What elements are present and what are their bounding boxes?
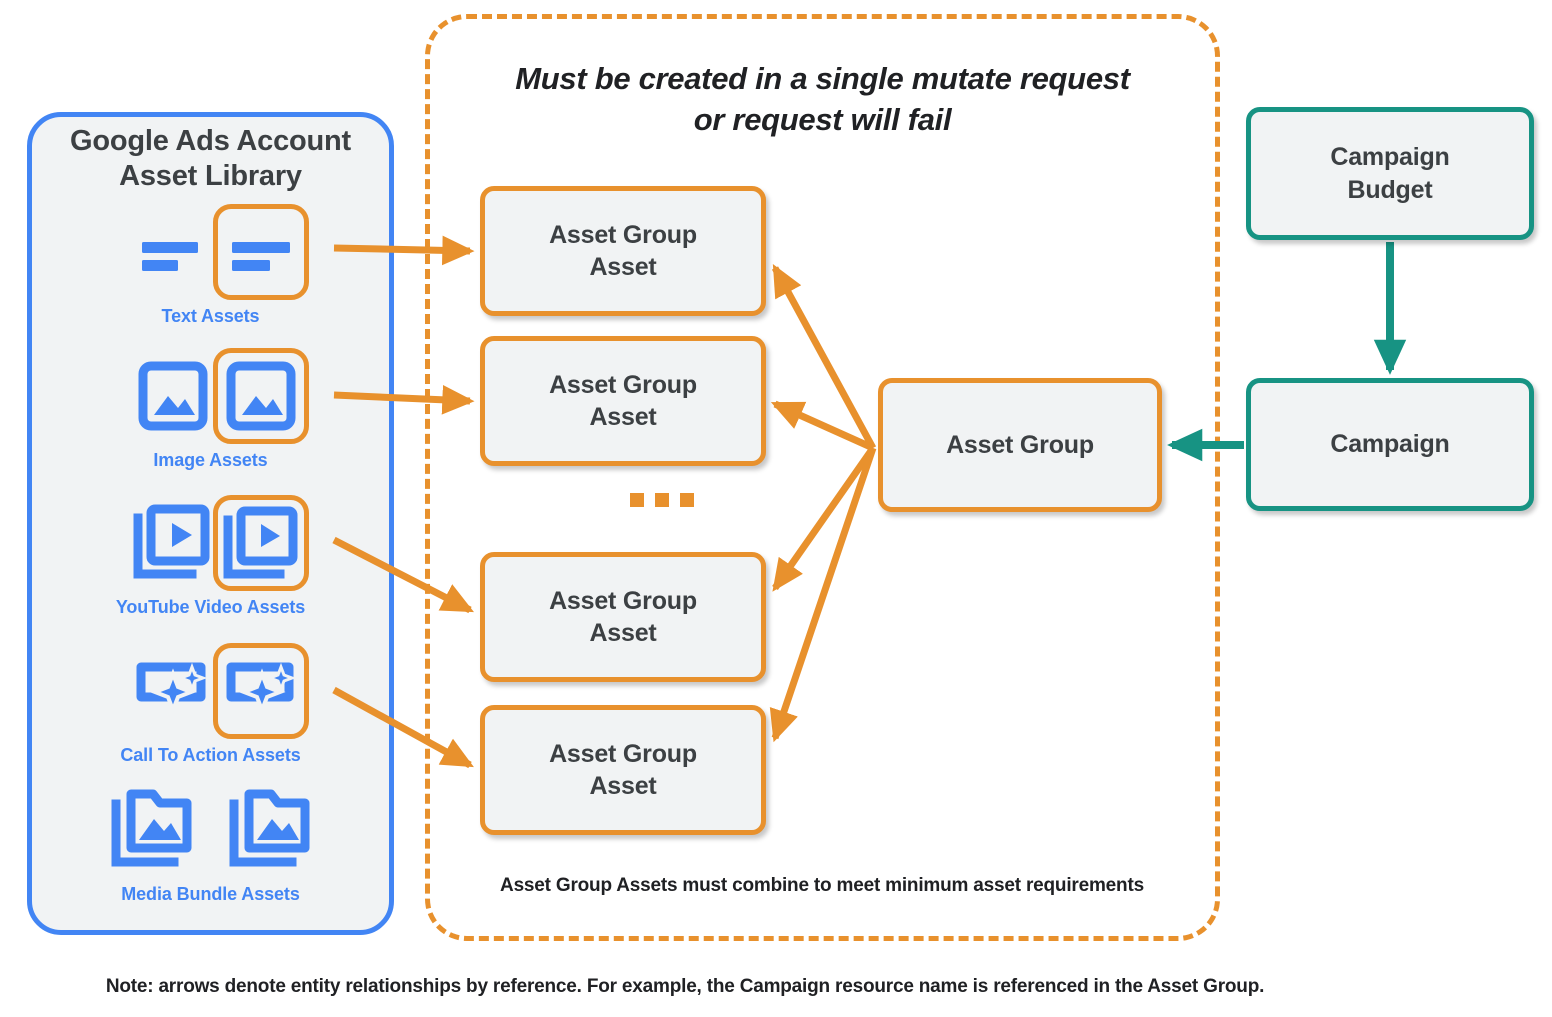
- media-bundle-asset-icon-2: [223, 782, 319, 878]
- asset-group-asset-node-2[interactable]: Asset Group Asset: [480, 336, 766, 466]
- arrow-ag-to-aga4: [769, 446, 877, 743]
- aga3-line1: Asset Group: [549, 586, 697, 615]
- asset-group-asset-node-3[interactable]: Asset Group Asset: [480, 552, 766, 682]
- arrow-image-to-aga2: [333, 384, 475, 415]
- youtube-video-asset-icon-selected[interactable]: [213, 495, 309, 591]
- ellipsis-dot-3: [680, 493, 694, 507]
- call-to-action-asset-icon: [125, 643, 221, 739]
- arrow-ag-to-aga2: [770, 400, 875, 452]
- asset-group-to-assets-arrows: [769, 264, 877, 743]
- asset-row-image: Image Assets: [27, 348, 394, 471]
- campaign-budget-label: Campaign Budget: [1330, 141, 1449, 206]
- aga3-line2: Asset: [589, 619, 657, 647]
- youtube-video-highlight-box: [213, 495, 309, 591]
- arrow-text-to-aga1: [333, 235, 475, 266]
- aga2-line1: Asset Group: [549, 370, 697, 399]
- footer-note: Note: arrows denote entity relationships…: [105, 976, 1265, 997]
- text-asset-icon: [125, 204, 221, 300]
- mutate-request-panel: [425, 14, 1220, 941]
- cta-asset-highlight-box: [213, 643, 309, 739]
- asset-group-asset-label-2: Asset Group Asset: [549, 369, 697, 434]
- asset-library-title: Google Ads Account Asset Library: [27, 124, 394, 195]
- asset-caption-media-bundle: Media Bundle Assets: [121, 884, 300, 904]
- asset-icons-cta: [27, 643, 394, 739]
- arrow-cta-to-aga4: [332, 686, 474, 769]
- campaign-budget-line2: Budget: [1347, 175, 1433, 204]
- call-to-action-asset-icon-selected[interactable]: [213, 643, 309, 739]
- arrow-youtube-to-aga3: [332, 536, 475, 614]
- asset-icons-media-bundle: [27, 782, 394, 878]
- asset-row-cta: Call To Action Assets: [27, 643, 394, 766]
- asset-caption-youtube: YouTube Video Assets: [115, 597, 306, 617]
- asset-icons-youtube: [27, 495, 394, 591]
- text-asset-highlight-box: [213, 204, 309, 300]
- asset-library-panel: [27, 112, 394, 935]
- aga2-line2: Asset: [589, 403, 657, 431]
- minimum-requirements-note: Asset Group Assets must combine to meet …: [500, 875, 1144, 896]
- aga1-line1: Asset Group: [549, 220, 697, 249]
- asset-caption-image: Image Assets: [153, 450, 268, 470]
- asset-row-youtube: YouTube Video Assets: [27, 495, 394, 618]
- asset-group-asset-label-3: Asset Group Asset: [549, 585, 697, 650]
- asset-group-asset-label-4: Asset Group Asset: [549, 738, 697, 803]
- mutate-request-note: Must be created in a single mutate reque…: [440, 58, 1205, 140]
- library-to-asset-group-asset-arrows: [332, 235, 475, 769]
- ellipsis-dot-1: [630, 493, 644, 507]
- aga4-line1: Asset Group: [549, 739, 697, 768]
- asset-group-asset-node-4[interactable]: Asset Group Asset: [480, 705, 766, 835]
- asset-caption-text: Text Assets: [161, 306, 260, 326]
- campaign-label: Campaign: [1330, 430, 1450, 459]
- asset-row-media-bundle: Media Bundle Assets: [27, 782, 394, 905]
- arrow-ag-to-aga1: [771, 264, 877, 450]
- asset-group-asset-ellipsis: [630, 493, 694, 507]
- campaign-node[interactable]: Campaign: [1246, 378, 1534, 511]
- asset-library-title-line2: Asset Library: [119, 160, 302, 193]
- asset-group-asset-label-1: Asset Group Asset: [549, 219, 697, 284]
- asset-group-asset-node-1[interactable]: Asset Group Asset: [480, 186, 766, 316]
- asset-row-text: Text Assets: [27, 204, 394, 327]
- asset-group-label: Asset Group: [946, 430, 1094, 459]
- asset-caption-cta: Call To Action Assets: [120, 745, 301, 765]
- asset-group-node[interactable]: Asset Group: [878, 378, 1162, 512]
- text-asset-icon-selected[interactable]: [213, 204, 309, 300]
- image-asset-icon-selected[interactable]: [213, 348, 309, 444]
- aga4-line2: Asset: [589, 772, 657, 800]
- arrow-ag-to-aga3: [772, 445, 876, 592]
- asset-icons-image: [27, 348, 394, 444]
- aga1-line2: Asset: [589, 253, 657, 281]
- ellipsis-dot-2: [655, 493, 669, 507]
- image-asset-highlight-box: [213, 348, 309, 444]
- campaign-budget-node[interactable]: Campaign Budget: [1246, 107, 1534, 240]
- campaign-budget-line1: Campaign: [1330, 143, 1450, 171]
- asset-icons-text: [27, 204, 394, 300]
- mutate-note-line2: or request will fail: [693, 102, 952, 138]
- mutate-note-line1: Must be created in a single mutate reque…: [515, 61, 1130, 96]
- asset-library-title-line1: Google Ads Account: [69, 125, 352, 157]
- image-asset-icon: [125, 348, 221, 444]
- media-bundle-asset-icon: [105, 782, 201, 878]
- youtube-video-asset-icon: [125, 495, 221, 591]
